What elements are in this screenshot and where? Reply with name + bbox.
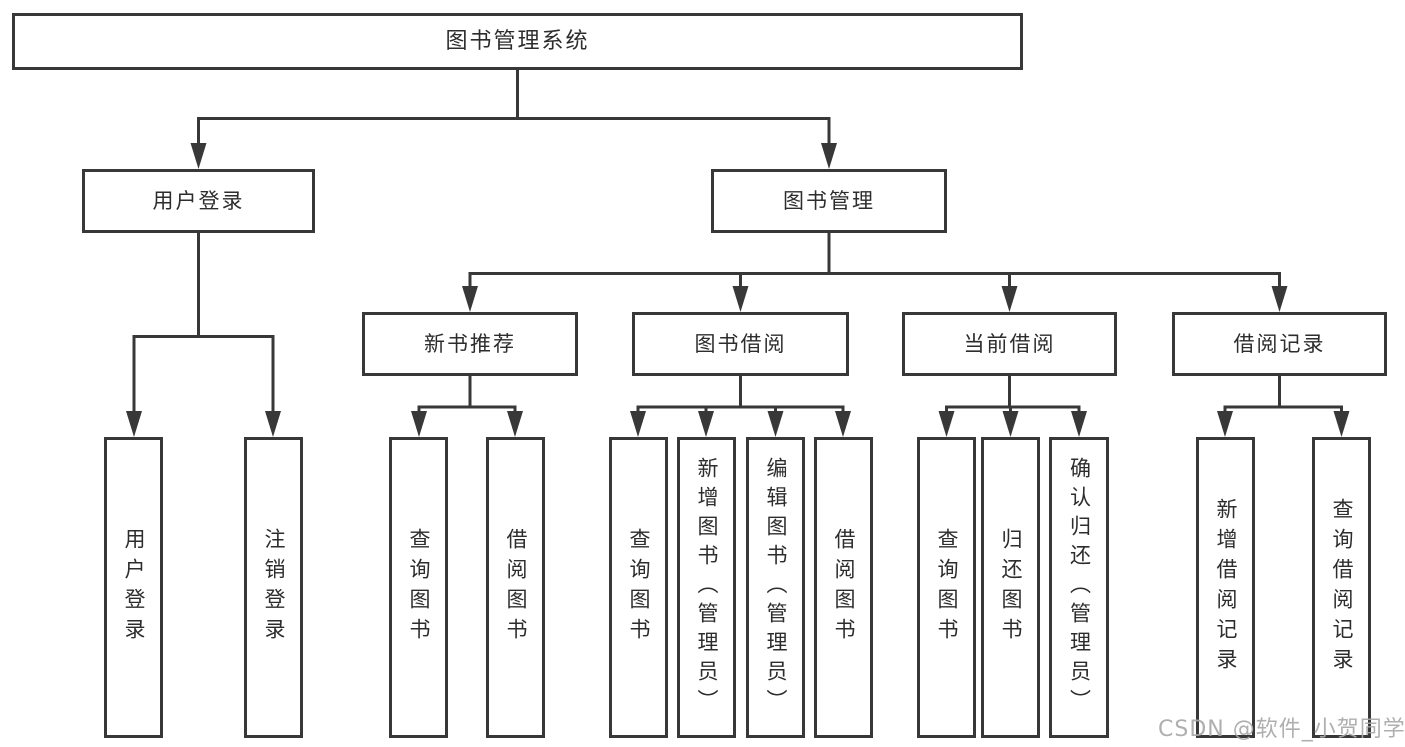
leaf-user-login: 用户登录 [104, 437, 163, 738]
edge-bookmgmt-split [468, 233, 1281, 296]
leaf-borrow-books-newrec: 借阅图书 [486, 437, 545, 738]
leaf-query-books-borrowing-label: 查询图书 [627, 527, 651, 648]
leaf-query-books-current-label: 查询图书 [935, 527, 959, 648]
leaf-query-borrow-record: 查询借阅记录 [1312, 437, 1371, 738]
node-new-book-recommendation: 新书推荐 [362, 312, 578, 376]
leaf-add-books-admin-label: 新增图书（管理员） [695, 457, 719, 718]
leaf-borrow-books-borrowing-label: 借阅图书 [832, 527, 856, 648]
node-borrowing-records: 借阅记录 [1172, 312, 1387, 376]
leaf-query-books-borrowing: 查询图书 [609, 437, 668, 738]
leaf-user-login-label: 用户登录 [122, 527, 146, 648]
leaf-query-books-newrec-label: 查询图书 [407, 527, 431, 648]
edge-newrec-split [417, 376, 517, 421]
leaf-return-books-label: 归还图书 [999, 527, 1023, 648]
leaf-query-borrow-record-label: 查询借阅记录 [1330, 497, 1354, 678]
leaf-add-books-admin: 新增图书（管理员） [677, 437, 736, 738]
leaf-logout: 注销登录 [244, 437, 303, 738]
node-current-borrowing: 当前借阅 [902, 312, 1117, 376]
node-book-management: 图书管理 [711, 169, 947, 233]
leaf-return-books: 归还图书 [981, 437, 1040, 738]
leaf-query-books-current: 查询图书 [917, 437, 976, 738]
edge-userlogin-split [132, 233, 275, 421]
leaf-add-borrow-record: 新增借阅记录 [1196, 437, 1255, 738]
node-user-login: 用户登录 [82, 169, 315, 233]
leaf-query-books-newrec: 查询图书 [389, 437, 448, 738]
leaf-confirm-return-admin-label: 确认归还（管理员） [1067, 457, 1092, 718]
leaf-borrow-books-borrowing: 借阅图书 [814, 437, 873, 738]
leaf-add-borrow-record-label: 新增借阅记录 [1214, 497, 1238, 678]
edge-root-split [197, 70, 831, 153]
leaf-edit-books-admin-label: 编辑图书（管理员） [764, 457, 788, 718]
edge-currentborrow-split [945, 376, 1081, 421]
leaf-logout-label: 注销登录 [262, 527, 286, 648]
edge-borrowrecords-split [1223, 376, 1343, 421]
node-book-borrowing: 图书借阅 [632, 312, 849, 376]
leaf-confirm-return-admin: 确认归还（管理员） [1049, 437, 1109, 738]
leaf-borrow-books-newrec-label: 借阅图书 [504, 527, 528, 648]
edge-bookborrow-split [636, 376, 845, 421]
leaf-edit-books-admin: 编辑图书（管理员） [746, 437, 805, 738]
csdn-watermark: CSDN @软件_小贺同学 [1158, 717, 1405, 742]
node-library-management-system: 图书管理系统 [12, 13, 1023, 70]
